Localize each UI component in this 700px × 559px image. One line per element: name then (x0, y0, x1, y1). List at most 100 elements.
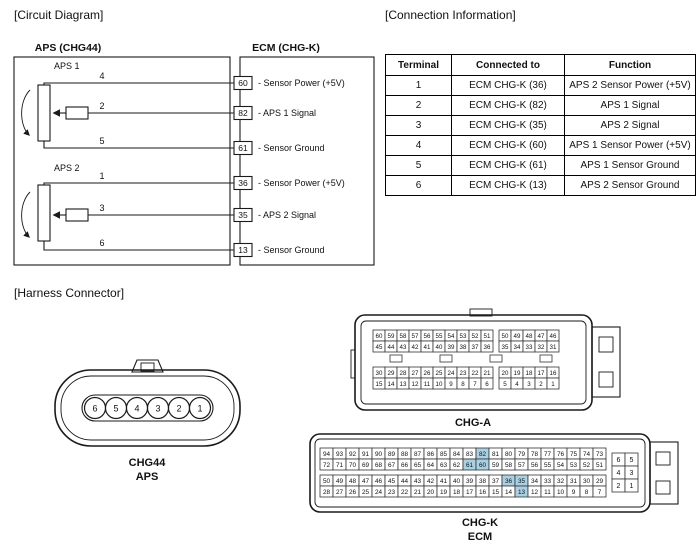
terminal-number: 13 (400, 381, 407, 388)
table-cell: APS 1 Sensor Power (+5V) (564, 135, 696, 156)
table-cell: APS 2 Sensor Power (+5V) (564, 75, 696, 96)
connection-information-heading: [Connection Information] (385, 8, 516, 22)
table-cell: APS 1 Signal (564, 95, 696, 116)
table-cell: APS 2 Sensor Ground (564, 175, 696, 196)
circuit-row: 4 60 - Sensor Power (+5V) (43, 71, 345, 91)
terminal-number: 5 (630, 457, 634, 464)
terminal-number: 7 (598, 489, 602, 496)
terminal-number: 22 (401, 489, 409, 496)
terminal-number: 59 (492, 462, 500, 469)
terminal-number: 10 (557, 489, 565, 496)
circuit-row: 3 35 - APS 2 Signal (88, 203, 316, 223)
terminal-number: 31 (570, 478, 578, 485)
pin-number: 5 (113, 404, 118, 414)
terminal-number: 15 (376, 381, 383, 388)
terminal-number: 24 (448, 370, 455, 377)
terminal-number: 16 (550, 370, 557, 377)
terminal-number: 60 (479, 462, 487, 469)
terminal-number: 18 (526, 370, 533, 377)
mounting-bracket (591, 326, 621, 398)
chgk-caption-sub: ECM (468, 531, 492, 543)
aps-pin-number: 5 (99, 136, 104, 146)
terminal-number: 56 (531, 462, 539, 469)
terminal-number: 18 (453, 489, 461, 496)
terminal-number: 52 (472, 333, 479, 340)
aps-pin-number: 2 (99, 101, 104, 111)
connector-inner-body (360, 320, 587, 405)
terminal-number: 36 (484, 344, 491, 351)
terminal-number: 44 (401, 478, 409, 485)
terminal-number: 57 (518, 462, 526, 469)
ecm-connector-title: ECM (CHG-K) (252, 42, 320, 54)
terminal-number: 15 (492, 489, 500, 496)
table-cell: 4 (385, 135, 452, 156)
table-cell: ECM CHG-K (61) (451, 155, 565, 176)
connector-inner-body (60, 375, 235, 441)
terminal-number: 94 (323, 451, 331, 458)
terminal-number: 89 (388, 451, 396, 458)
ecm-pin-function: - APS 2 Signal (258, 210, 316, 220)
terminal-number: 37 (492, 478, 500, 485)
terminal-number: 62 (453, 462, 461, 469)
terminal-number: 37 (472, 344, 479, 351)
terminal-number: 14 (388, 381, 395, 388)
bracket-slot (598, 371, 614, 388)
terminal-number: 81 (492, 451, 500, 458)
terminal-number: 56 (424, 333, 431, 340)
terminal-number: 2 (539, 381, 543, 388)
terminal-number: 14 (505, 489, 513, 496)
terminal-number: 20 (427, 489, 435, 496)
terminal-number: 55 (436, 333, 443, 340)
connector-outer-body (54, 369, 241, 447)
terminal-number: 66 (401, 462, 409, 469)
terminal-number: 3 (630, 470, 634, 477)
terminal-number: 40 (436, 344, 443, 351)
terminal-number: 58 (400, 333, 407, 340)
terminal-number: 4 (617, 470, 621, 477)
pin-row-outline (81, 394, 214, 422)
terminal-number: 30 (376, 370, 383, 377)
key-slot (539, 354, 553, 363)
terminal-number: 6 (617, 457, 621, 464)
table-cell: ECM CHG-K (82) (451, 95, 565, 116)
terminal-number: 48 (349, 478, 357, 485)
terminal-number: 51 (596, 462, 604, 469)
table-cell: 5 (385, 155, 452, 176)
circuit-row: 6 13 - Sensor Ground (43, 238, 325, 258)
terminal-number: 50 (323, 478, 331, 485)
resistor-element (37, 84, 51, 142)
terminal-number: 13 (518, 489, 526, 496)
terminal-number: 21 (484, 370, 491, 377)
terminal-number: 29 (596, 478, 604, 485)
circuit-diagram-heading: [Circuit Diagram] (14, 8, 104, 22)
aps-connector-title: APS (CHG44) (35, 42, 102, 54)
table-cell: 1 (385, 75, 452, 96)
circuit-row: 2 82 - APS 1 Signal (88, 101, 316, 121)
ecm-pin-function: - Sensor Power (+5V) (258, 78, 345, 88)
ecm-pin-box (233, 105, 253, 121)
terminal-number: 17 (538, 370, 545, 377)
terminal-number: 9 (572, 489, 576, 496)
key-slot (439, 354, 453, 363)
aps-pin-number: 1 (99, 171, 104, 181)
wire (43, 182, 234, 185)
terminal-number: 59 (388, 333, 395, 340)
terminal-number: 28 (400, 370, 407, 377)
terminal-number: 49 (514, 333, 521, 340)
ecm-pin-box (233, 242, 253, 258)
terminal-number: 12 (412, 381, 419, 388)
terminal-cell (624, 478, 639, 493)
table-cell: APS 1 Sensor Ground (564, 155, 696, 176)
terminal-cell (480, 377, 494, 390)
table-cell: 2 (385, 95, 452, 116)
bracket-slot (598, 336, 614, 353)
terminal-number: 17 (466, 489, 474, 496)
terminal-number: 43 (400, 344, 407, 351)
terminal-number: 35 (518, 478, 526, 485)
terminal-number: 55 (544, 462, 552, 469)
